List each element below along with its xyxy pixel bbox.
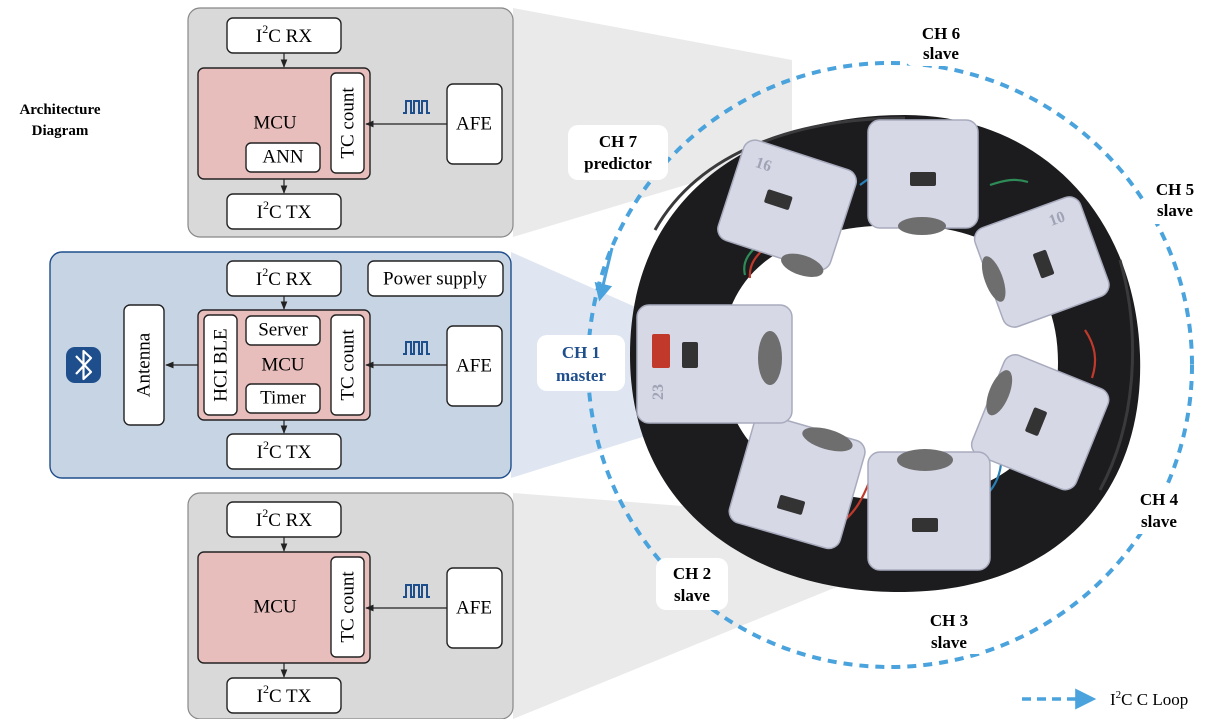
- svg-text:slave: slave: [1141, 512, 1177, 531]
- bottom-afe-label: AFE: [456, 598, 492, 619]
- bluetooth-icon: [66, 347, 101, 383]
- bottom-module: I2C RX MCU TC count I2C TX AFE: [187, 492, 514, 720]
- svg-text:slave: slave: [674, 586, 710, 605]
- device-ch4: [970, 354, 1110, 491]
- top-ann-box: [245, 142, 321, 173]
- svg-text:slave: slave: [923, 44, 959, 63]
- svg-text:CH 2: CH 2: [673, 564, 711, 583]
- i2c-loop-arrowhead: [594, 247, 614, 302]
- svg-text:predictor: predictor: [584, 154, 652, 173]
- device-number-10: 10: [1047, 208, 1068, 229]
- svg-text:CH 6: CH 6: [922, 24, 960, 43]
- channel-label-ch3: CH 3 slave: [913, 608, 985, 654]
- mid-mcu-label: MCU: [261, 355, 305, 376]
- mid-i2c-tx-label: I2C TX: [257, 438, 312, 463]
- top-tc-count-box: [330, 72, 365, 174]
- antenna-box: [123, 304, 165, 426]
- device-number-16: 16: [753, 154, 773, 175]
- svg-text:CH 7: CH 7: [599, 132, 638, 151]
- wearable-band-photo: 16 10: [630, 115, 1141, 593]
- legend-label: I2C C Loop: [1110, 689, 1188, 709]
- bottom-tc-count-label: TC count: [338, 571, 359, 643]
- mid-afe-label: AFE: [456, 356, 492, 377]
- svg-text:CH 3: CH 3: [930, 611, 968, 630]
- mid-module: I2C RX Power supply HCI BLE Server MCU T…: [49, 251, 512, 479]
- server-box: [245, 315, 321, 346]
- svg-text:CH 5: CH 5: [1156, 180, 1194, 199]
- mid-tc-count-box: [330, 314, 365, 416]
- top-module: I2C RX MCU ANN TC count I2C TX AFE: [187, 7, 514, 238]
- antenna-label: Antenna: [134, 332, 155, 397]
- mid-tc-count-label: TC count: [338, 329, 359, 401]
- mid-i2c-rx-label: I2C RX: [256, 265, 312, 290]
- architecture-title-line1: Architecture: [19, 102, 100, 118]
- power-supply-label: Power supply: [383, 269, 487, 290]
- device-ch3: [867, 449, 991, 571]
- timer-label: Timer: [260, 388, 306, 409]
- channel-label-ch1: CH 1 master: [537, 335, 625, 391]
- device-ch6: [867, 119, 979, 235]
- device-ch2: [728, 414, 866, 550]
- svg-text:CH 1: CH 1: [562, 343, 600, 362]
- hci-ble-label: HCI BLE: [211, 328, 232, 401]
- top-afe-label: AFE: [456, 114, 492, 135]
- architecture-title-line2: Diagram: [32, 123, 89, 139]
- channel-label-ch6: CH 6 slave: [905, 20, 977, 66]
- device-ch7: 16: [717, 139, 858, 277]
- svg-text:CH 4: CH 4: [1140, 490, 1179, 509]
- device-ch1: 23: [636, 304, 793, 424]
- top-pulse-icon: [403, 100, 430, 114]
- svg-text:slave: slave: [1157, 201, 1193, 220]
- top-mcu-label: MCU: [253, 113, 297, 134]
- top-i2c-rx-label: I2C RX: [256, 22, 312, 47]
- channel-label-ch2: CH 2 slave: [656, 558, 728, 610]
- bottom-i2c-tx-label: I2C TX: [257, 682, 312, 707]
- bottom-tc-count-box: [330, 556, 365, 658]
- channel-label-ch4: CH 4 slave: [1124, 488, 1194, 534]
- top-ann-label: ANN: [262, 147, 303, 168]
- power-supply-box: [367, 260, 504, 297]
- server-label: Server: [258, 320, 308, 341]
- channel-label-ch7: CH 7 predictor: [568, 125, 668, 180]
- hci-ble-box: [203, 314, 238, 416]
- top-i2c-tx-box: [226, 193, 342, 230]
- legend: I2C C Loop: [1022, 688, 1188, 710]
- device-ch5: 10: [973, 196, 1110, 328]
- channel-label-ch5: CH 5 slave: [1144, 178, 1206, 224]
- timer-box: [245, 383, 321, 414]
- mid-i2c-tx-box: [226, 433, 342, 470]
- mid-afe-box: [446, 325, 503, 407]
- top-tc-count-label: TC count: [338, 87, 359, 159]
- svg-text:master: master: [556, 366, 606, 385]
- mid-pulse-icon: [403, 341, 430, 355]
- device-number-23: 23: [650, 384, 667, 400]
- bottom-i2c-tx-box: [226, 677, 342, 714]
- top-i2c-tx-label: I2C TX: [257, 198, 312, 223]
- bottom-mcu-label: MCU: [253, 597, 297, 618]
- svg-text:slave: slave: [931, 633, 967, 652]
- bottom-i2c-rx-label: I2C RX: [256, 506, 312, 531]
- bottom-pulse-icon: [403, 584, 430, 598]
